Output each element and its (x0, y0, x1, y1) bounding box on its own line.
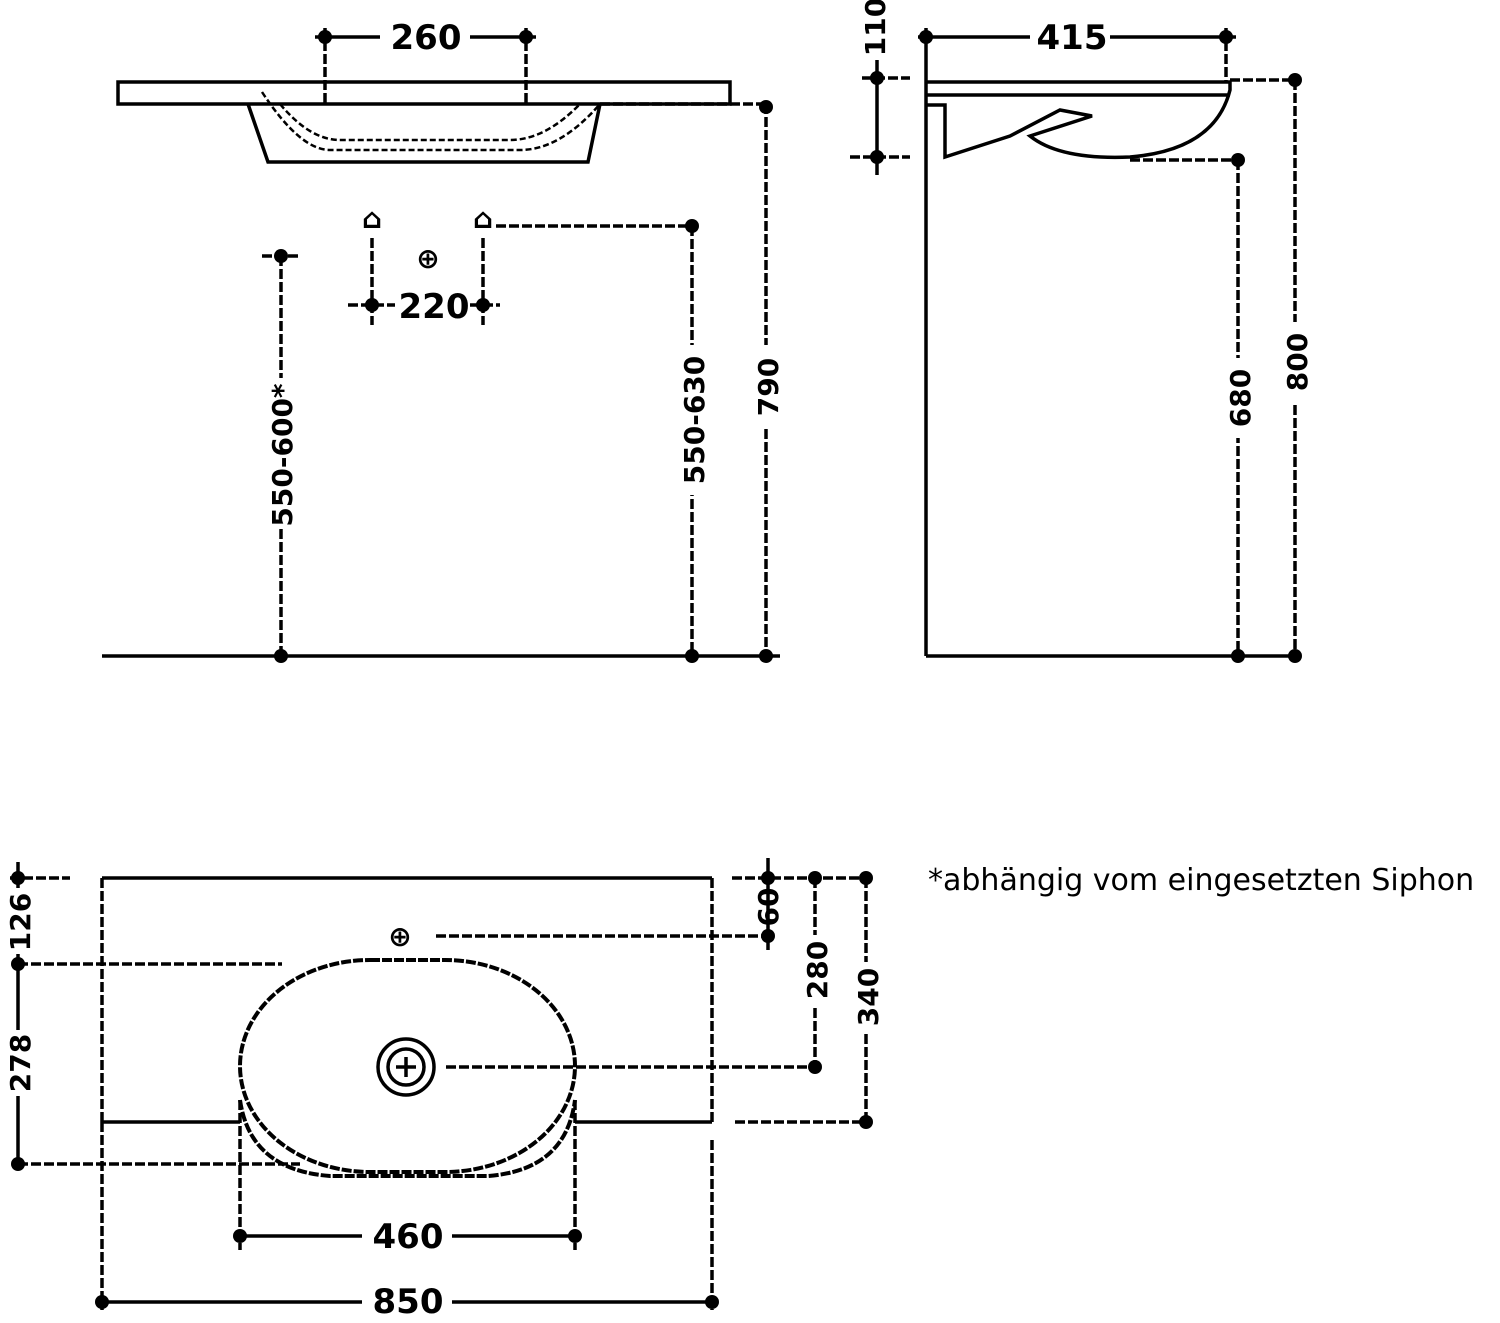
front-basin-bowl (246, 103, 602, 164)
dim-top-clearance: 110 (859, 0, 892, 56)
plan-view: ⊕ 126 278 60 280 340 460 (2, 858, 885, 1323)
dim-bottom-height: 680 (1224, 369, 1257, 427)
side-view: 110 415 680 800 (850, 0, 1314, 663)
svg-text:⌂: ⌂ (473, 202, 493, 235)
dim-waste-height: 550-600* (266, 383, 299, 527)
waste-symbol-icon: ⊕ (416, 242, 439, 275)
dim-bowl-width: 460 (373, 1217, 444, 1257)
dim-bowl-depth: 278 (4, 1034, 37, 1092)
tap-hole-icon: ⊕ (388, 920, 411, 953)
side-basin-profile (926, 80, 1232, 160)
front-basin-top-slab (116, 80, 732, 106)
dim-back-to-bowl: 126 (4, 893, 37, 951)
dim-total-height: 800 (1281, 333, 1314, 391)
dim-tap-spacing: 260 (391, 18, 462, 58)
drain-icon (376, 1037, 436, 1097)
dim-depth: 415 (1037, 18, 1108, 58)
dim-supply-height: 550-630 (678, 356, 711, 485)
footnote: *abhängig vom eingesetzten Siphon (928, 863, 1474, 898)
front-view: 260 550-600* ⌂ ⊕ 220 ⌂ 550-630 790 (102, 15, 785, 663)
dim-tap-from-back: 60 (752, 888, 785, 927)
svg-text:⌂: ⌂ (362, 202, 382, 235)
dim-total-width: 850 (373, 1282, 444, 1322)
dim-counter-depth: 340 (852, 968, 885, 1026)
dim-rim-height: 790 (752, 358, 785, 416)
dim-waste-from-back: 280 (801, 941, 834, 999)
dim-tap-offset: 220 (399, 287, 470, 327)
